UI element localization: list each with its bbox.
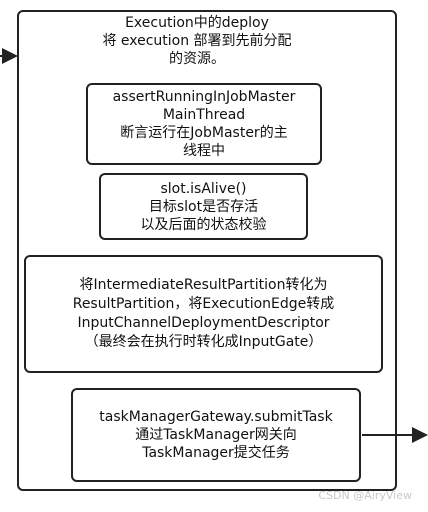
assert-main-thread-step: assertRunningInJobMaster MainThread 断言运行…	[86, 83, 322, 165]
step-text-line: slot.isAlive()	[160, 180, 247, 197]
step-text-line: InputChannelDeploymentDescriptor	[77, 315, 330, 331]
partition-conversion-step: 将IntermediateResultPartition转化为 ResultPa…	[24, 255, 383, 373]
step-text-line: TaskManager提交任务	[142, 445, 290, 461]
step-text-line: ResultPartition，将ExecutionEdge转成	[72, 296, 335, 312]
step-text-line: MainThread	[162, 107, 246, 123]
deploy-title-line: Execution中的deploy	[125, 15, 269, 31]
deploy-title-line: 的资源。	[169, 51, 225, 67]
step-text-line: 线程中	[183, 143, 225, 159]
watermark: CSDN @AiryView	[318, 489, 412, 502]
step-text-line: 通过TaskManager网关向	[135, 427, 297, 443]
step-text-line: 断言运行在JobMaster的主	[120, 125, 288, 141]
step-text-line: （最终会在执行时转化成InputGate）	[84, 334, 323, 350]
deploy-title: Execution中的deploy 将 execution 部署到先前分配 的资…	[17, 14, 377, 68]
step-text-line: 将IntermediateResultPartition转化为	[79, 277, 328, 293]
step-text-line: 以及后面的状态校验	[140, 216, 267, 233]
step-text-line: taskManagerGateway.submitTask	[99, 409, 333, 425]
deploy-title-line: 将 execution 部署到先前分配	[102, 33, 292, 49]
submit-task-step: taskManagerGateway.submitTask 通过TaskMana…	[71, 388, 361, 482]
slot-alive-check-step: slot.isAlive() 目标slot是否存活 以及后面的状态校验	[99, 173, 308, 240]
step-text-line: assertRunningInJobMaster	[112, 89, 296, 105]
deploy-container	[17, 10, 397, 491]
step-text-line: 目标slot是否存活	[148, 198, 259, 215]
